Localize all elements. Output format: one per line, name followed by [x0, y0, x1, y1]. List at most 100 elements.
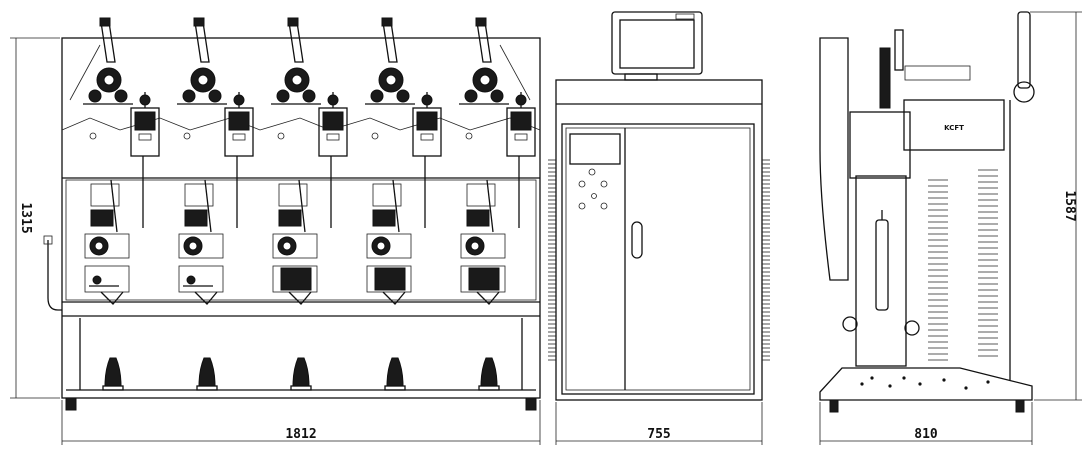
unit-hole	[465, 132, 473, 140]
cabinet-button-6[interactable]	[591, 193, 597, 199]
unit-gear-small	[114, 89, 128, 103]
unit-switch	[514, 133, 528, 141]
unit-gear-small	[208, 89, 222, 103]
side-ball	[1013, 81, 1035, 103]
unit-arm	[204, 179, 212, 233]
unit-handle-grip	[193, 17, 205, 27]
front-height-label: 1315	[18, 202, 33, 233]
winding-unit	[177, 17, 254, 391]
base-hole	[902, 376, 906, 380]
unit-bobbin-base	[290, 385, 312, 391]
unit-bobbin-base	[196, 385, 218, 391]
side-column	[855, 175, 907, 367]
unit-motor-hub	[94, 241, 104, 251]
unit-hole	[277, 132, 285, 140]
unit-motor-frame	[84, 233, 130, 259]
side-foot-right	[1015, 399, 1025, 413]
side-height-label: 1587	[1062, 190, 1077, 221]
side-bottle	[875, 219, 889, 311]
unit-hole	[371, 132, 379, 140]
unit-gear-small	[490, 89, 504, 103]
unit-gear-small	[464, 89, 478, 103]
side-head-block	[849, 111, 911, 179]
unit-handle-arm	[476, 21, 492, 63]
unit-block	[90, 209, 114, 227]
cabinet-button-1[interactable]	[578, 180, 586, 188]
unit-handle-arm	[194, 21, 210, 63]
unit-switch	[138, 133, 152, 141]
cabinet-door-handle[interactable]	[631, 221, 643, 259]
base-hole	[860, 382, 864, 386]
unit-motor-hub	[376, 241, 386, 251]
side-lever	[879, 47, 891, 109]
unit-arm	[298, 179, 306, 233]
front-mid-panel	[65, 179, 537, 301]
unit-block	[278, 209, 302, 227]
cabinet-vent-fins-left	[548, 159, 556, 361]
side-wheel	[842, 316, 858, 332]
cabinet-view	[548, 11, 770, 401]
unit-drive-block	[280, 267, 312, 291]
unit-motor-frame	[366, 233, 412, 259]
monitor-neck	[624, 73, 658, 81]
unit-tensioner	[372, 183, 402, 207]
side-back-frame	[819, 37, 849, 281]
unit-handle-arm	[100, 21, 116, 63]
base-hole	[942, 378, 946, 382]
cabinet-button-5[interactable]	[600, 202, 608, 210]
base-hole	[918, 382, 922, 386]
unit-arm	[392, 179, 400, 233]
cabinet-door-frame	[561, 123, 755, 395]
unit-arm	[486, 179, 494, 233]
unit-handle-grip	[99, 17, 111, 27]
unit-drive-frame	[84, 265, 130, 293]
unit-gear-hub	[103, 74, 115, 86]
unit-handle-arm	[288, 21, 304, 63]
unit-hole	[183, 132, 191, 140]
unit-gear-small	[276, 89, 290, 103]
unit-tensioner	[466, 183, 496, 207]
unit-hole	[89, 132, 97, 140]
unit-gear-small	[88, 89, 102, 103]
unit-knob	[233, 94, 245, 106]
unit-tensioner	[184, 183, 214, 207]
side-vent-fins	[928, 169, 998, 361]
unit-block	[372, 209, 396, 227]
cabinet-button-2[interactable]	[600, 180, 608, 188]
side-top-panel	[903, 99, 1005, 151]
unit-display	[134, 111, 156, 131]
cabinet-door-inner	[565, 127, 751, 391]
unit-block	[184, 209, 208, 227]
unit-gear-hub	[385, 74, 397, 86]
unit-bobbin	[480, 357, 498, 387]
base-hole	[986, 380, 990, 384]
unit-drive-frame	[460, 265, 506, 293]
base-hole	[870, 376, 874, 380]
unit-drive-dot	[92, 275, 102, 285]
unit-gear-small	[396, 89, 410, 103]
winding-units	[83, 17, 536, 391]
front-pipe-fitting	[43, 235, 53, 245]
cabinet-button-3[interactable]	[588, 168, 596, 176]
unit-knob	[139, 94, 151, 106]
unit-spindle	[194, 291, 218, 305]
side-base	[819, 367, 1033, 401]
unit-bobbin	[198, 357, 216, 387]
side-arm	[894, 29, 904, 71]
cabinet-button-4[interactable]	[578, 202, 586, 210]
unit-spindle	[100, 291, 124, 305]
unit-gear-hub	[291, 74, 303, 86]
unit-bobbin	[104, 357, 122, 387]
winding-unit	[83, 17, 160, 391]
unit-display	[416, 111, 438, 131]
side-width-label: 810	[914, 427, 938, 442]
side-wheel-2	[904, 320, 920, 336]
front-diag-left	[69, 44, 101, 101]
side-view: KCFT	[819, 11, 1035, 413]
cabinet-panel-window	[569, 133, 621, 165]
cabinet-width-label: 755	[647, 427, 670, 442]
unit-spindle	[382, 291, 406, 305]
monitor-screen	[619, 19, 695, 69]
unit-gear-small	[302, 89, 316, 103]
